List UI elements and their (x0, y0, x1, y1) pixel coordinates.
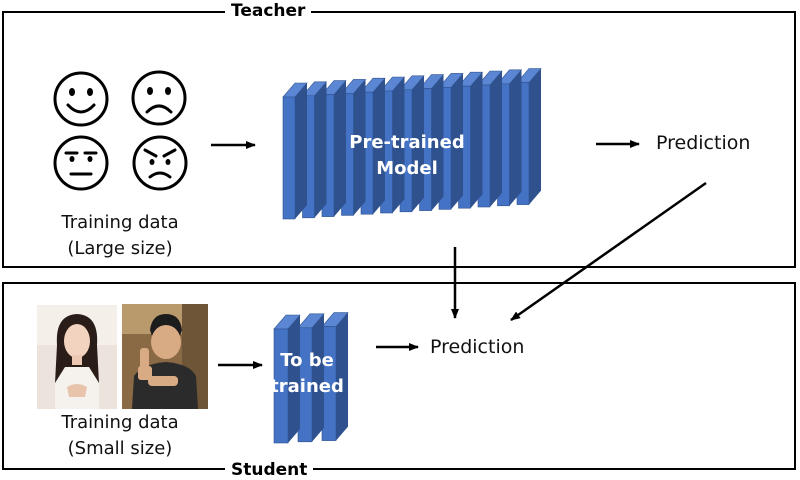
teacher-model-line1: Pre-trained (349, 132, 465, 153)
student-model-line2: trained (270, 376, 344, 397)
neutral-face-icon (53, 135, 109, 191)
smiling-face-icon (53, 71, 109, 127)
student-model-layers (273, 312, 349, 444)
teacher-box (2, 11, 796, 268)
student-prediction-label: Prediction (430, 336, 525, 358)
teacher-caption-line2: (Large size) (67, 238, 173, 259)
teacher-layer-8 (418, 74, 445, 211)
pretrained-model-layers (282, 68, 542, 220)
student-label: Student (225, 460, 314, 480)
angry-face-icon (132, 135, 188, 191)
woman-portrait-photo (37, 305, 117, 409)
man-thumbs-up-photo (122, 304, 208, 409)
teacher-label: Teacher (225, 1, 312, 21)
student-caption-line1: Training data (61, 412, 179, 433)
student-box (2, 282, 796, 470)
student-layer-1 (273, 314, 301, 444)
student-caption-line2: (Small size) (67, 438, 173, 459)
sad-face-icon (131, 70, 187, 126)
arrow-teacher-prediction-to-student-prediction (510, 181, 707, 322)
teacher-layer-1 (282, 82, 308, 220)
student-model-line1: To be (280, 350, 334, 371)
teacher-training-data-caption: Training data (Large size) (45, 210, 195, 262)
teacher-model-label: Pre-trained Model (332, 130, 482, 182)
student-layer-3 (321, 312, 349, 441)
student-model-label: To be trained (262, 348, 352, 400)
student-training-data-caption: Training data (Small size) (45, 410, 195, 462)
student-layer-2 (297, 313, 325, 443)
teacher-caption-line1: Training data (61, 212, 179, 233)
teacher-model-line2: Model (376, 158, 438, 179)
teacher-prediction-label: Prediction (656, 132, 751, 154)
